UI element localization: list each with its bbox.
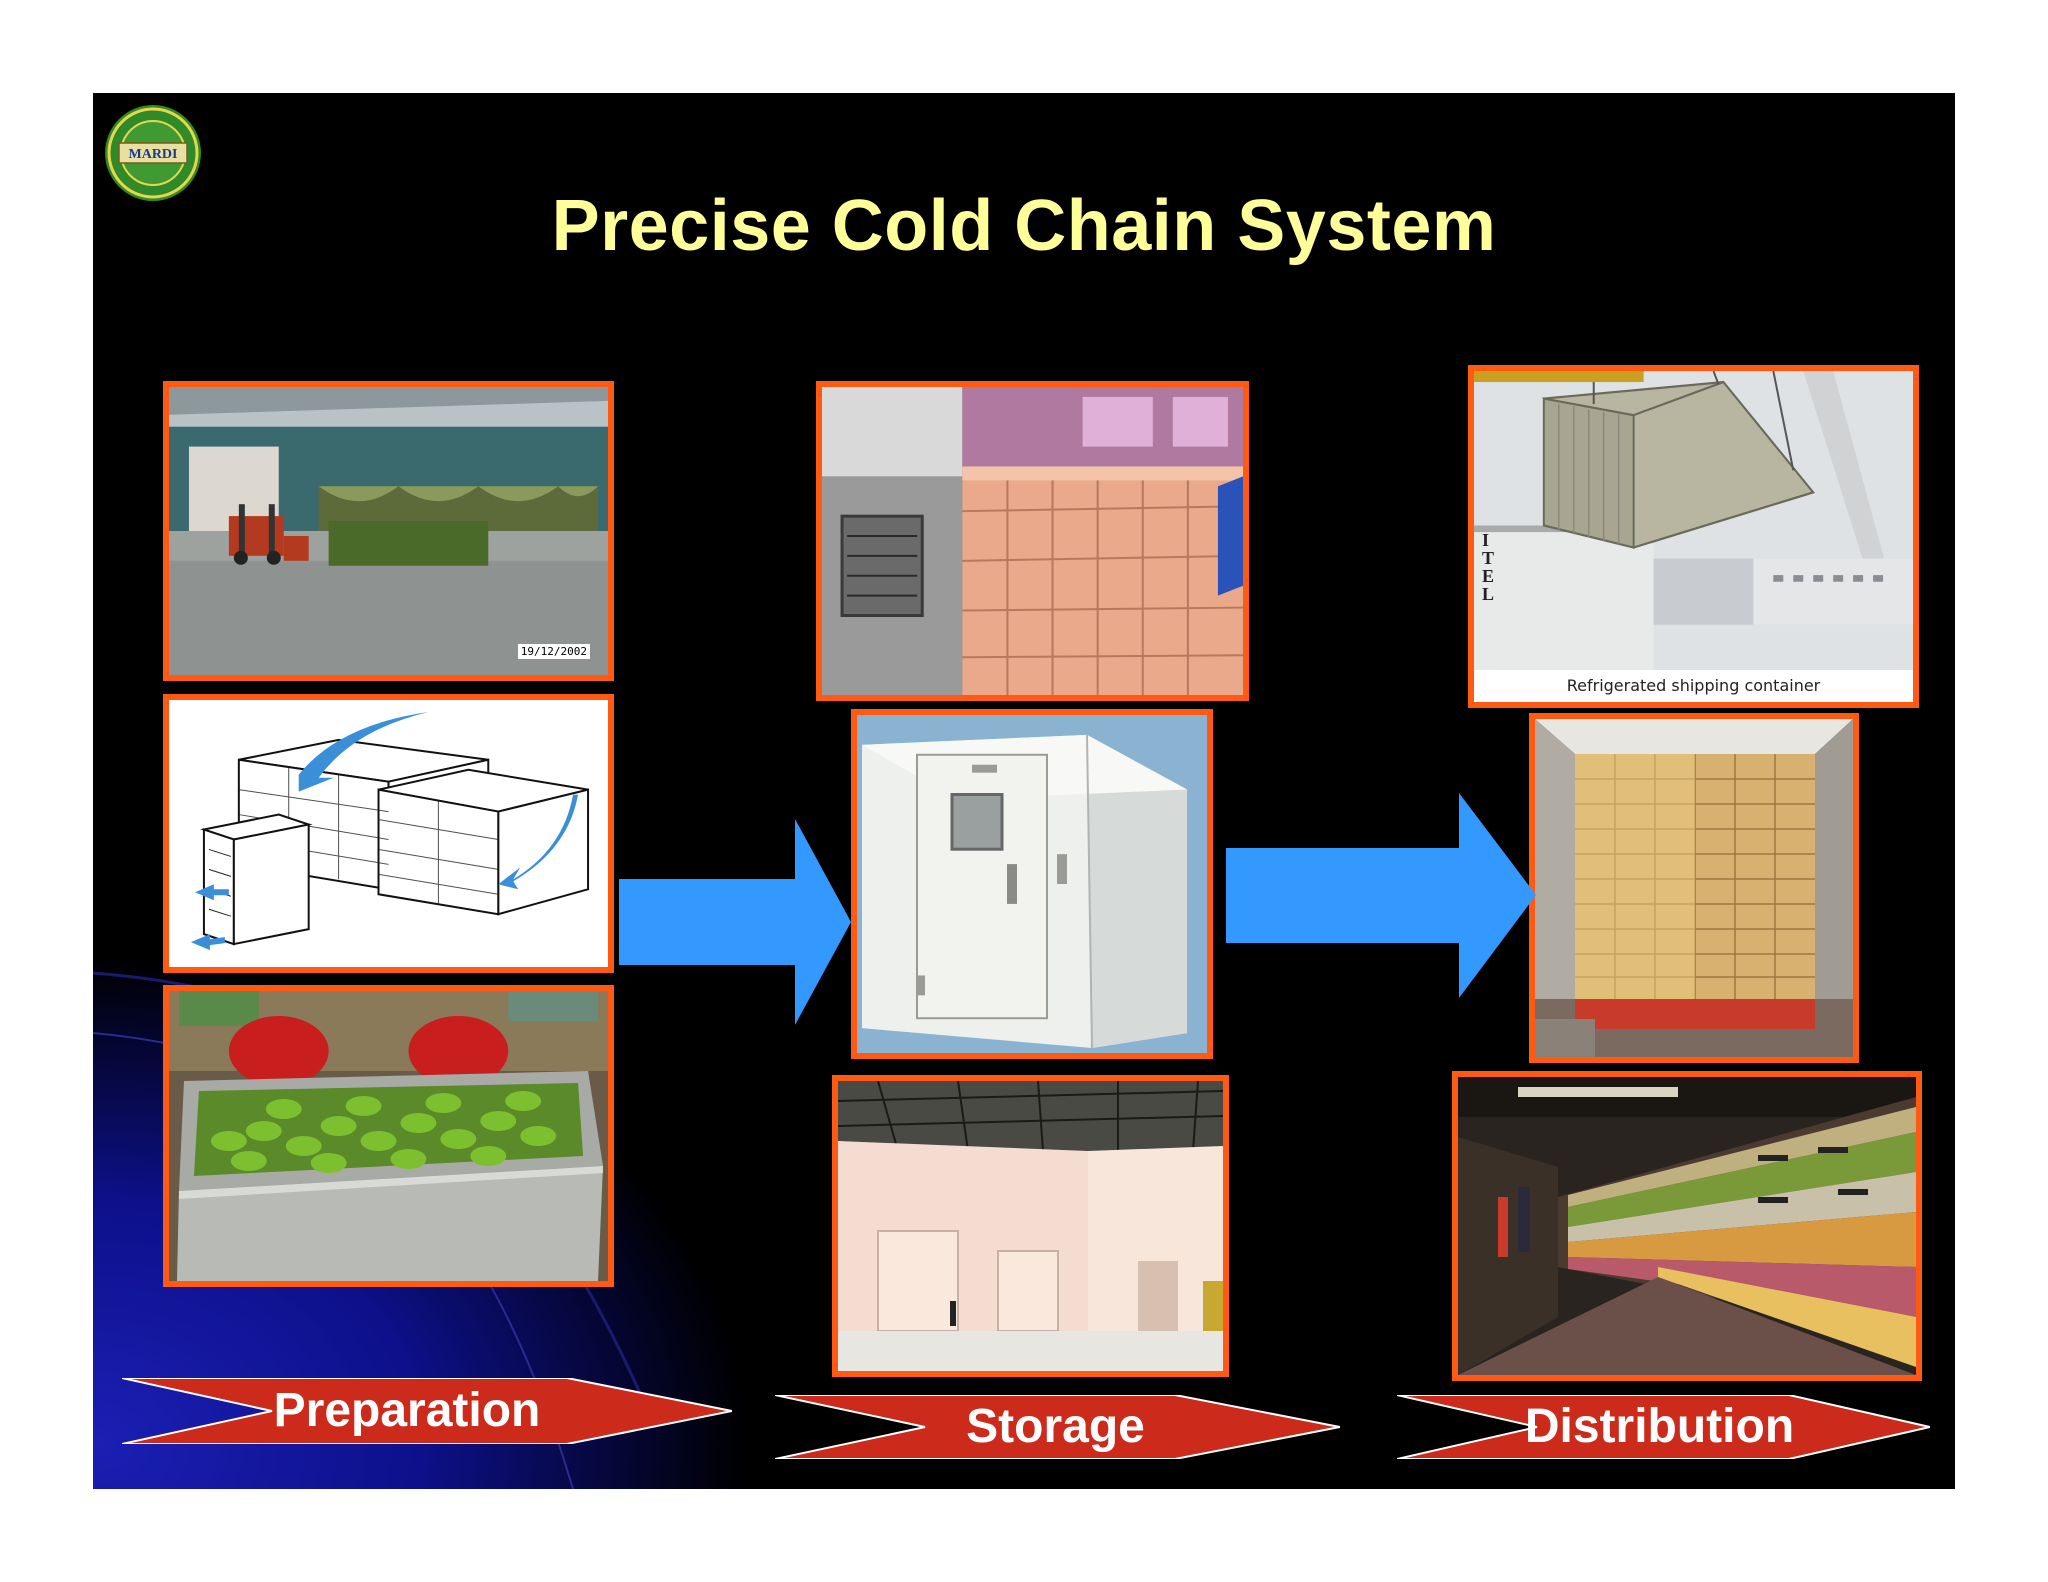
flow-arrow-prep-to-storage	[619, 819, 851, 1025]
stage-label-preparation: Preparation	[273, 1384, 541, 1437]
photo-prep-pallet-diagram	[163, 694, 614, 973]
photo-date-stamp: 19/12/2002	[517, 644, 590, 659]
flow-arrow-shape	[619, 819, 851, 1025]
slide-title: Precise Cold Chain System	[551, 186, 1497, 266]
stage-label-distribution: Distribution	[1524, 1400, 1795, 1453]
container-caption: Refrigerated shipping container	[1474, 670, 1913, 702]
photo-storage-cold-room-boxes	[816, 381, 1249, 701]
photo-storage-walk-in-freezer	[851, 709, 1213, 1059]
flow-arrow-storage-to-dist	[1226, 793, 1536, 998]
photo-prep-warehouse: 19/12/2002	[163, 381, 614, 681]
photo-storage-warehouse	[832, 1075, 1229, 1377]
stage-banner-preparation: Preparation	[122, 1378, 732, 1444]
photo-dist-shipping-container: I T E L Refrigerated shipping container	[1468, 365, 1919, 708]
flow-arrow-shape	[1226, 793, 1536, 998]
stage-banner-distribution: Distribution	[1397, 1395, 1930, 1459]
photo-dist-loaded-container	[1529, 713, 1859, 1063]
mardi-logo: MARDI	[103, 103, 203, 203]
container-lettering: I T E L	[1482, 530, 1495, 604]
stage-banner-storage: Storage	[775, 1395, 1340, 1459]
slide: MARDI Precise Cold Chain System 19/12/20…	[93, 93, 1955, 1489]
photo-dist-supermarket	[1452, 1071, 1922, 1381]
photo-prep-washing-tank	[163, 985, 614, 1287]
stage-label-storage: Storage	[966, 1400, 1145, 1453]
logo-text: MARDI	[129, 147, 178, 162]
